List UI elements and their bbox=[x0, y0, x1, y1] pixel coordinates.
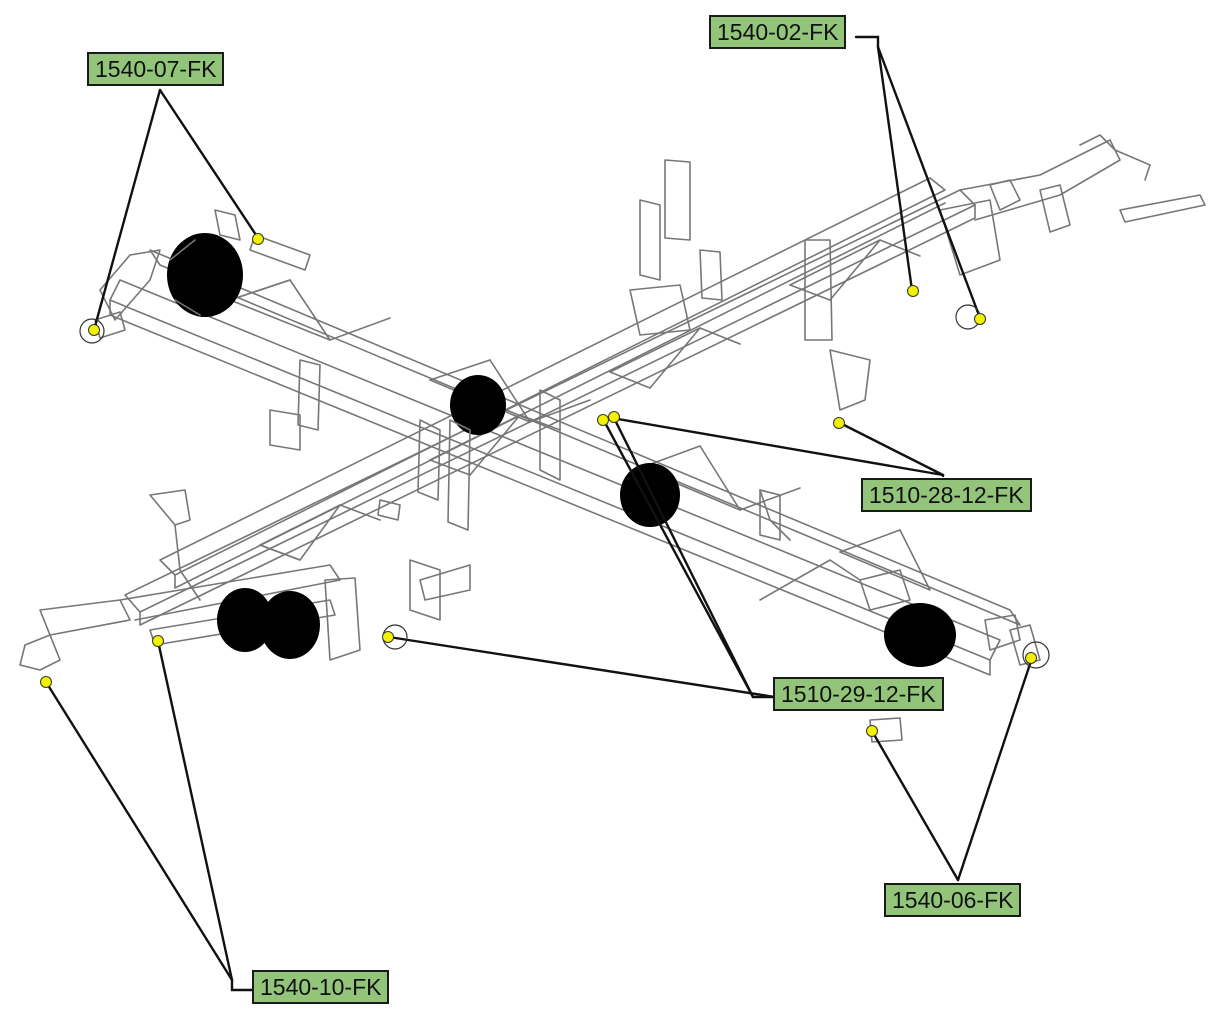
part-label-1510-28-12-fk: 1510-28-12-FK bbox=[861, 478, 1032, 512]
grease-point-marker bbox=[40, 676, 52, 688]
grease-point-marker bbox=[833, 417, 845, 429]
grease-point-marker bbox=[1025, 652, 1037, 664]
grease-point-marker bbox=[608, 411, 620, 423]
grease-point-marker bbox=[152, 635, 164, 647]
frame-drawing bbox=[19, 134, 1206, 743]
grease-point-marker bbox=[252, 233, 264, 245]
grease-point-marker bbox=[597, 414, 609, 426]
part-label-1540-02-fk: 1540-02-FK bbox=[709, 15, 847, 49]
grease-point-marker bbox=[88, 324, 100, 336]
part-label-1540-06-fk: 1540-06-FK bbox=[884, 883, 1022, 917]
grease-point-markers bbox=[40, 233, 1037, 737]
part-label-1540-10-fk: 1540-10-FK bbox=[252, 970, 390, 1004]
grease-point-marker bbox=[382, 631, 394, 643]
grease-point-marker bbox=[907, 285, 919, 297]
leader-lines bbox=[44, 35, 1034, 992]
part-label-1540-07-fk: 1540-07-FK bbox=[87, 52, 225, 86]
grease-point-marker bbox=[974, 313, 986, 325]
part-label-1510-29-12-fk: 1510-29-12-FK bbox=[773, 677, 944, 711]
grease-point-marker bbox=[866, 725, 878, 737]
